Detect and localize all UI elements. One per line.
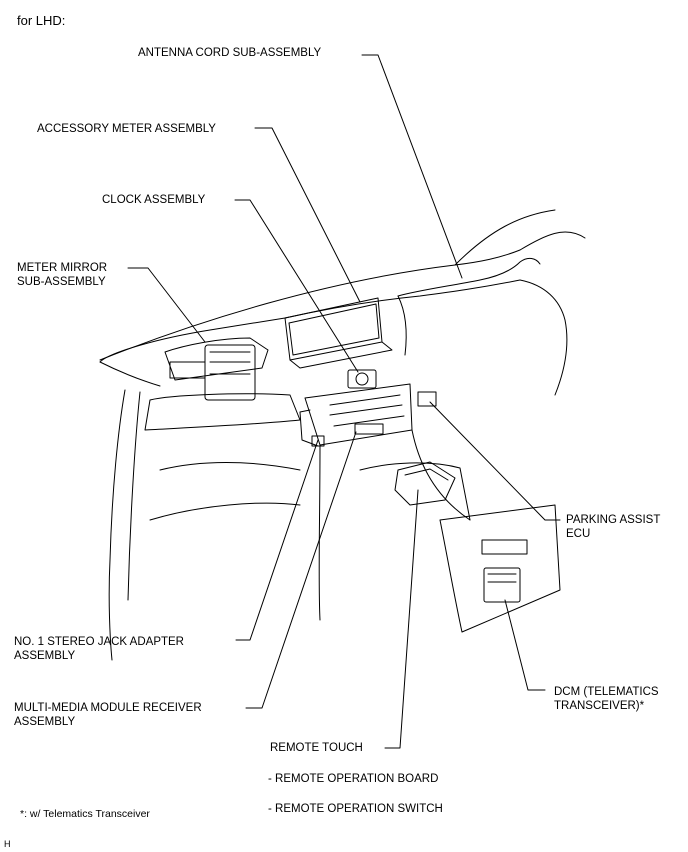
meter-hood [164,337,269,381]
leader-stereo-jack [235,439,319,641]
clock-body [347,369,377,389]
footnote: *: w/ Telematics Transceiver [20,808,150,820]
dcm-box [483,567,521,603]
clock-face [355,372,369,386]
label-meter-mirror-line2: SUB-ASSEMBLY [17,276,106,288]
label-remote-switch: - REMOTE OPERATION SWITCH [268,803,443,815]
windshield-upper-line [454,209,556,266]
label-parking-assist-line1: PARKING ASSIST [566,514,661,526]
center-stack-buttons [329,394,405,427]
label-multimedia-line1: MULTI-MEDIA MODULE RECEIVER [14,702,202,714]
diagram-header: for LHD: [17,13,66,28]
accessory-meter-base [289,341,393,369]
dash-top-edge [99,279,521,363]
label-accessory-meter: ACCESSORY METER ASSEMBLY [37,123,216,135]
parking-assist-ecu [417,391,437,407]
dash-left-edge [99,361,161,387]
left-panel-outline [108,389,126,661]
meter-bracket [169,361,206,379]
remote-touch-unit [394,461,456,506]
dash-right-curve [519,279,568,396]
dcm-detail [487,573,517,583]
stereo-jack-unit [311,435,325,447]
label-parking-assist-line2: ECU [566,528,591,540]
knee-panel-line [149,502,301,521]
console-left-line [318,444,321,621]
leader-clock [234,199,359,373]
leader-multimedia [245,431,357,709]
cluster-fascia [144,393,301,431]
center-stack-display [354,423,384,435]
console-right-line [411,429,471,521]
label-multimedia-line2: ASSEMBLY [14,716,76,728]
label-remote-board: - REMOTE OPERATION BOARD [268,773,439,785]
label-clock: CLOCK ASSEMBLY [102,194,206,206]
corner-mark: H [4,839,11,849]
antenna-cord-drop [397,295,407,356]
leader-accessory-meter [254,127,361,303]
rear-console [439,504,561,633]
leader-antenna-cord [361,54,463,279]
windshield-base-line [99,249,521,361]
leader-remote-touch [384,489,419,749]
label-dcm-line2: TRANSCEIVER)* [554,700,645,712]
label-stereo-jack-line1: NO. 1 STEREO JACK ADAPTER [14,636,184,648]
leader-meter-mirror [127,267,206,343]
leader-dcm [504,599,546,691]
remote-touch-detail [404,468,449,481]
label-dcm-line1: DCM (TELEMATICS [554,686,659,698]
rear-vent [481,539,528,555]
label-antenna-cord: ANTENNA CORD SUB-ASSEMBLY [138,47,322,59]
antenna-cord-wire [397,257,541,297]
label-stereo-jack-line2: ASSEMBLY [14,650,76,662]
left-panel-inner [127,391,141,601]
lower-dash-line [159,462,301,471]
accessory-meter-screen [284,297,383,361]
a-pillar-line [519,231,586,251]
console-top-line [359,462,471,521]
accessory-meter-inner [288,303,380,356]
center-stack-left-edge [299,409,319,447]
label-remote-touch: REMOTE TOUCH [270,742,363,754]
leader-parking-assist [429,401,561,521]
meter-mirror-detail [209,351,251,375]
label-meter-mirror-line1: METER MIRROR [17,262,108,274]
